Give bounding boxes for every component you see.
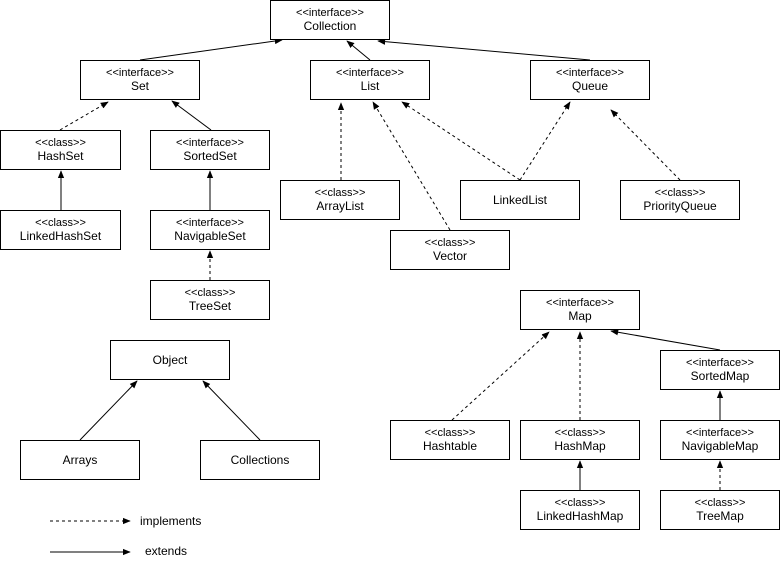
node-collections: Collections [200,440,320,480]
node-stereotype: <<class>> [35,137,86,149]
node-vector: <<class>> Vector [390,230,510,270]
node-map: <<interface>> Map [520,290,640,330]
node-name: Arrays [62,453,98,467]
node-name: NavigableSet [174,229,246,243]
node-navigableset: <<interface>> NavigableSet [150,210,270,250]
node-name: LinkedList [492,193,548,207]
node-arraylist: <<class>> ArrayList [280,180,400,220]
node-navigablemap: <<interface>> NavigableMap [660,420,780,460]
node-name: LinkedHashSet [19,229,102,243]
node-stereotype: <<interface>> [546,297,614,309]
node-hashmap: <<class>> HashMap [520,420,640,460]
node-name: Collection [303,19,357,33]
node-name: SortedMap [690,369,750,383]
edge-hashtable-implements-map [451,331,550,421]
node-sortedset: <<interface>> SortedSet [150,130,270,170]
legend-extends-label: extends [145,544,188,558]
node-stereotype: <<interface>> [336,67,404,79]
edge-arrays-extends-object [79,380,138,441]
node-stereotype: <<class>> [314,187,366,199]
node-linkedhashmap: <<class>> LinkedHashMap [520,490,640,530]
node-stereotype: <<interface>> [176,137,244,149]
edge-linkedlist-implements-queue [519,101,571,181]
node-name: PriorityQueue [643,199,717,213]
node-sortedmap: <<interface>> SortedMap [660,350,780,390]
node-name: ArrayList [316,199,364,213]
edge-priorityqueue-implements-queue [610,109,681,181]
node-name: TreeSet [188,299,232,313]
node-stereotype: <<class>> [654,187,706,199]
node-hashtable: <<class>> Hashtable [390,420,510,460]
edge-list-extends-collection [346,40,371,61]
node-object: Object [110,340,230,380]
node-collection: <<interface>> Collection [270,0,390,40]
edge-collections-extends-object [202,380,261,441]
node-name: Object [152,353,188,367]
node-stereotype: <<interface>> [686,427,754,439]
node-linkedhashset: <<class>> LinkedHashSet [0,210,121,250]
node-stereotype: <<interface>> [296,7,364,19]
node-queue: <<interface>> Queue [530,60,650,100]
node-list: <<interface>> List [310,60,430,100]
node-stereotype: <<interface>> [176,217,244,229]
edge-sortedmap-extends-map [610,329,721,351]
node-name: SortedSet [183,149,237,163]
node-stereotype: <<class>> [554,427,606,439]
edge-vector-implements-list [372,101,451,231]
edge-set-extends-collection [139,37,283,61]
node-name: LinkedHashMap [536,509,624,523]
node-name: Queue [571,79,609,93]
node-linkedlist: LinkedList [460,180,580,220]
node-stereotype: <<class>> [694,497,746,509]
node-stereotype: <<class>> [184,287,236,299]
node-treemap: <<class>> TreeMap [660,490,780,530]
node-name: Set [130,79,149,93]
node-priorityqueue: <<class>> PriorityQueue [620,180,740,220]
node-name: HashSet [37,149,84,163]
node-name: NavigableMap [681,439,759,453]
edge-queue-extends-collection [377,38,591,61]
node-name: HashMap [554,439,606,453]
node-hashset: <<class>> HashSet [0,130,121,170]
node-stereotype: <<class>> [35,217,86,229]
edge-sortedset-extends-set [171,100,212,131]
node-name: Vector [432,249,468,263]
node-stereotype: <<interface>> [556,67,624,79]
edge-hashset-implements-set [59,101,109,131]
edge-linkedlist-implements-list [401,101,521,181]
node-stereotype: <<class>> [424,427,476,439]
node-arrays: Arrays [20,440,140,480]
node-set: <<interface>> Set [80,60,200,100]
node-stereotype: <<interface>> [106,67,174,79]
node-name: Collections [230,453,290,467]
node-name: Hashtable [422,439,478,453]
node-name: TreeMap [696,509,744,523]
node-name: List [360,79,380,93]
node-stereotype: <<class>> [424,237,476,249]
node-treeset: <<class>> TreeSet [150,280,270,320]
legend-implements-label: implements [140,514,202,528]
node-name: Map [568,309,592,323]
node-stereotype: <<interface>> [686,357,754,369]
node-stereotype: <<class>> [554,497,606,509]
